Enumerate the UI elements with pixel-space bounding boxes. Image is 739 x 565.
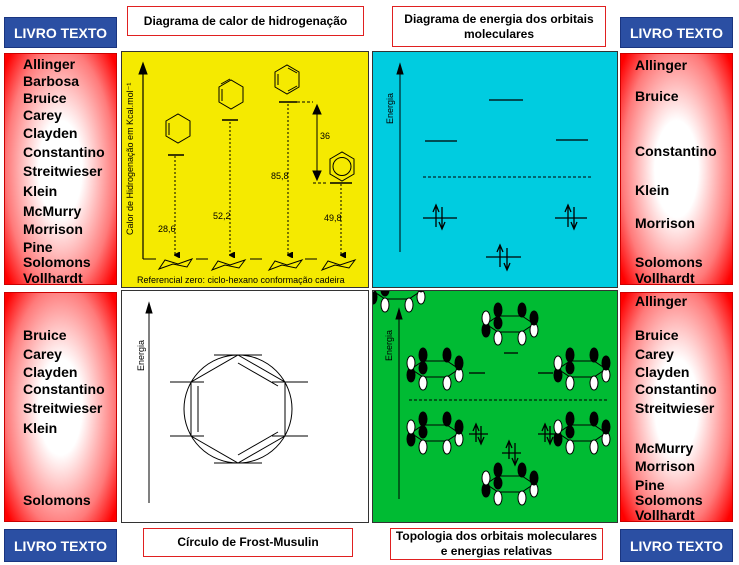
book-item[interactable]: McMurry <box>635 440 694 456</box>
book-item[interactable]: Carey <box>23 107 62 123</box>
book-item[interactable]: Solomons <box>635 254 703 270</box>
topology-diagram: Energia <box>368 269 618 523</box>
title-mo-energy[interactable]: Diagrama de energia dos orbitais molecul… <box>392 6 606 47</box>
book-item[interactable]: Clayden <box>635 364 690 380</box>
book-item[interactable]: Allinger <box>635 293 688 309</box>
hydrogenation-svg: Calor de Hidrogenação em Kcal.mol⁻¹ 28,6… <box>125 61 357 285</box>
mo-energy-svg: Energia <box>385 62 593 272</box>
hydrogenation-diagram: Calor de Hidrogenação em Kcal.mol⁻¹ 28,6… <box>121 51 369 288</box>
book-item[interactable]: Klein <box>635 182 670 198</box>
book-item[interactable]: Clayden <box>23 364 78 380</box>
mo-energy-diagram: Energia <box>372 51 618 288</box>
value-label: 49,8 <box>324 213 342 223</box>
y-axis-label: Calor de Hidrogenação em Kcal.mol⁻¹ <box>125 83 135 235</box>
title-hydrogenation[interactable]: Diagrama de calor de hidrogenação <box>127 6 364 36</box>
book-list-right-bottom: Allinger Bruice Carey Clayden Constantin… <box>620 292 733 523</box>
book-item[interactable]: Morrison <box>635 458 695 474</box>
value-label: 85,8 <box>271 171 289 181</box>
book-item[interactable]: Solomons <box>23 254 91 270</box>
book-item[interactable]: Barbosa <box>23 73 80 89</box>
cyclohexadiene-icon <box>218 78 244 110</box>
frost-circle-diagram: Energia <box>121 290 369 523</box>
book-list-right-top: Allinger Bruice Constantino Klein Morris… <box>620 53 733 286</box>
livro-texto-button-top-right[interactable]: LIVRO TEXTO <box>620 17 733 48</box>
value-label: 28,6 <box>158 224 176 234</box>
book-item[interactable]: Constantino <box>635 143 717 159</box>
cyclohexatriene-icon <box>274 64 300 95</box>
book-item[interactable]: Constantino <box>23 381 105 397</box>
book-item[interactable]: Constantino <box>635 381 717 397</box>
book-item[interactable]: Streitwieser <box>635 400 715 416</box>
book-item[interactable]: Allinger <box>635 57 688 73</box>
electron-arrows <box>469 422 557 467</box>
book-item[interactable]: Morrison <box>23 221 83 237</box>
book-item[interactable]: Streitwieser <box>23 163 103 179</box>
book-item[interactable]: Carey <box>23 346 62 362</box>
difference-label: 36 <box>320 131 330 141</box>
book-item[interactable]: Constantino <box>23 144 105 160</box>
book-item[interactable]: McMurry <box>23 203 82 219</box>
value-label: 52,2 <box>213 211 231 221</box>
book-item[interactable]: Bruice <box>23 327 67 343</box>
livro-texto-button-top-left[interactable]: LIVRO TEXTO <box>4 17 117 48</box>
book-item[interactable]: Morrison <box>635 215 695 231</box>
cyclohexene-icon <box>165 113 191 144</box>
frost-svg: Energia <box>136 301 308 503</box>
energy-label: Energia <box>384 330 394 361</box>
book-item[interactable]: Vollhardt <box>23 270 83 286</box>
book-item[interactable]: Klein <box>23 420 58 436</box>
energy-label: Energia <box>136 340 146 371</box>
book-list-left-top: Allinger Barbosa Bruice Carey Clayden Co… <box>4 53 117 286</box>
book-item[interactable]: Allinger <box>23 56 76 72</box>
book-item[interactable]: Bruice <box>23 90 67 106</box>
book-item[interactable]: Carey <box>635 346 674 362</box>
energy-label: Energia <box>385 93 395 124</box>
footer-label: Referencial zero: ciclo-hexano conformaç… <box>137 275 345 285</box>
book-item[interactable]: Clayden <box>23 125 78 141</box>
livro-texto-button-bottom-left[interactable]: LIVRO TEXTO <box>4 529 117 562</box>
book-item[interactable]: Vollhardt <box>635 507 695 523</box>
book-list-left-bottom: Bruice Carey Clayden Constantino Streitw… <box>4 292 117 522</box>
book-item[interactable]: Klein <box>23 183 58 199</box>
electron-arrows <box>432 203 578 272</box>
topology-svg: Energia <box>368 269 611 506</box>
book-item[interactable]: Vollhardt <box>635 270 695 286</box>
benzene-icon <box>329 151 355 182</box>
title-frost[interactable]: Círculo de Frost-Musulin <box>143 528 353 557</box>
book-item[interactable]: Pine <box>635 477 665 493</box>
book-item[interactable]: Bruice <box>635 88 679 104</box>
book-item[interactable]: Solomons <box>635 492 703 508</box>
book-item[interactable]: Bruice <box>635 327 679 343</box>
book-item[interactable]: Pine <box>23 239 53 255</box>
livro-texto-button-bottom-right[interactable]: LIVRO TEXTO <box>620 529 733 562</box>
chair-cyclohexanes <box>157 258 357 272</box>
book-item[interactable]: Streitwieser <box>23 400 103 416</box>
book-item[interactable]: Solomons <box>23 492 91 508</box>
title-topology[interactable]: Topologia dos orbitais moleculares e ene… <box>390 528 603 560</box>
